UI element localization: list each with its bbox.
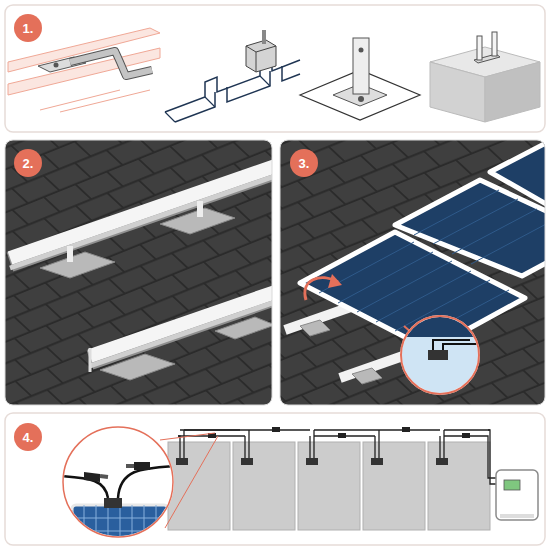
wiring-panel-shape bbox=[363, 442, 425, 530]
wiring-panel-shape bbox=[298, 442, 360, 530]
mounting-types-panel-shape bbox=[430, 62, 485, 122]
rails-panel-shape bbox=[10, 176, 272, 268]
modules-panel-shape bbox=[414, 190, 545, 264]
wiring-panel-shape bbox=[496, 470, 538, 520]
mounting-types-panel-shape bbox=[358, 96, 364, 102]
step-badge: 1. bbox=[14, 14, 42, 42]
mounting-types-panel-shape bbox=[70, 51, 152, 76]
wiring-panel-shape bbox=[84, 462, 150, 482]
wiring-panel-shape bbox=[168, 442, 230, 530]
step-badge: 3. bbox=[290, 149, 318, 177]
wiring-panel-shape bbox=[500, 514, 534, 518]
mounting-types-panel-shape bbox=[5, 5, 545, 132]
mounting-types-panel bbox=[5, 5, 545, 132]
wiring-panel-shape bbox=[371, 458, 383, 465]
wiring-panel-shape bbox=[72, 505, 168, 545]
mounting-types-panel-shape bbox=[165, 56, 300, 112]
step-badge: 2. bbox=[14, 149, 42, 177]
mounting-types-panel-shape bbox=[359, 48, 364, 53]
wiring-panel-shape bbox=[104, 498, 122, 508]
wiring-panel-shape bbox=[462, 433, 470, 438]
wiring-panel-shape bbox=[428, 442, 490, 530]
modules-panel-shape bbox=[398, 315, 483, 395]
wiring-panel-shape bbox=[184, 429, 490, 430]
callout-number: 1. bbox=[23, 22, 34, 35]
callout-number: 4. bbox=[23, 431, 34, 444]
mounting-types-panel-shape bbox=[262, 30, 266, 44]
wiring-panel-shape bbox=[178, 430, 496, 484]
wiring-panel-shape bbox=[436, 458, 448, 465]
step-badge: 4. bbox=[14, 423, 42, 451]
mounting-types-panel-shape bbox=[40, 90, 150, 112]
wiring-panel-shape bbox=[402, 427, 410, 432]
mounting-types-panel-shape bbox=[492, 32, 497, 56]
mounting-types-panel-shape bbox=[8, 48, 160, 95]
callout-number: 3. bbox=[299, 157, 310, 170]
modules-panel-shape bbox=[428, 350, 448, 360]
illustration-shape bbox=[280, 140, 545, 405]
wiring-panel bbox=[208, 427, 470, 438]
rails-panel-shape bbox=[90, 292, 272, 356]
wiring-panel-shape bbox=[5, 413, 545, 545]
mounting-types-panel-shape bbox=[246, 46, 276, 72]
mounting-types-panel-shape bbox=[485, 62, 540, 122]
modules-panel bbox=[280, 140, 545, 405]
modules-panel-shape bbox=[401, 316, 479, 394]
wiring-panel-shape bbox=[72, 505, 168, 545]
modules-panel-shape bbox=[398, 315, 483, 337]
wiring-panel-shape bbox=[338, 433, 346, 438]
modules-panel bbox=[398, 315, 483, 395]
mounting-types-panel-shape bbox=[175, 66, 300, 122]
mounting-types-panel-shape bbox=[353, 38, 369, 94]
wiring-panel-shape bbox=[306, 458, 318, 465]
mounting-types-panel-shape bbox=[70, 51, 152, 76]
modules-panel-shape bbox=[490, 142, 545, 205]
rails-panel-shape bbox=[90, 302, 272, 366]
wiring-panel-shape bbox=[62, 466, 175, 498]
wiring-panel bbox=[5, 413, 545, 550]
wiring-panel-shape bbox=[100, 466, 134, 477]
callout-number: 2. bbox=[23, 157, 34, 170]
wiring-panel-shape bbox=[176, 458, 188, 465]
wiring-panel-shape bbox=[178, 430, 444, 458]
wiring-panel-shape bbox=[272, 427, 280, 432]
wiring-panel-shape bbox=[504, 480, 520, 490]
modules-panel-shape bbox=[395, 180, 545, 276]
rails-panel-shape bbox=[89, 348, 92, 372]
wiring-panel-shape bbox=[63, 427, 173, 537]
rails-panel-shape bbox=[10, 166, 272, 258]
mounting-types-panel-shape bbox=[165, 76, 270, 122]
mounting-types-panel-shape bbox=[54, 63, 59, 68]
wiring-panel bbox=[176, 458, 448, 465]
modules-panel-shape bbox=[433, 340, 480, 350]
illustration-shape bbox=[5, 140, 272, 405]
wiring-panel-shape bbox=[233, 442, 295, 530]
modules-panel-shape bbox=[328, 274, 342, 288]
rails-panel-shape bbox=[70, 201, 200, 262]
rails-panel bbox=[5, 140, 272, 405]
mounting-types-panel-shape bbox=[477, 36, 482, 60]
wiring-panel-shape bbox=[241, 458, 253, 465]
modules-panel-shape bbox=[300, 320, 382, 384]
mounting-types-panel-shape bbox=[246, 40, 276, 72]
